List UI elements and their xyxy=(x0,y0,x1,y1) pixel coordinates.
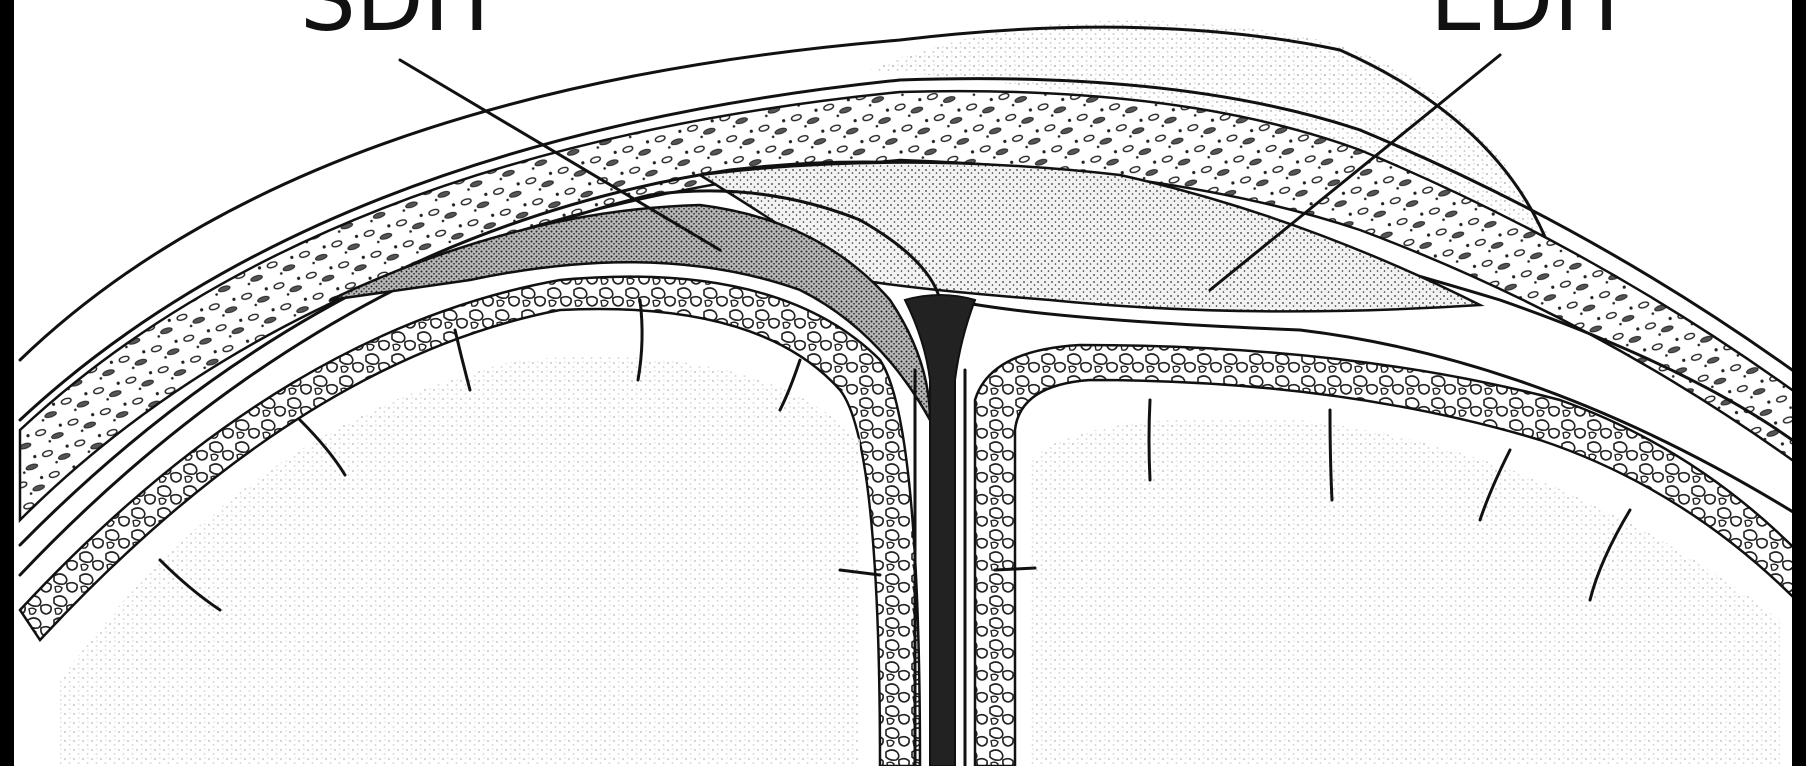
edh-label: EDH xyxy=(1430,0,1620,51)
sdh-label: SDH xyxy=(300,0,490,51)
right-side-bar xyxy=(1792,0,1806,766)
left-side-bar xyxy=(0,0,14,766)
